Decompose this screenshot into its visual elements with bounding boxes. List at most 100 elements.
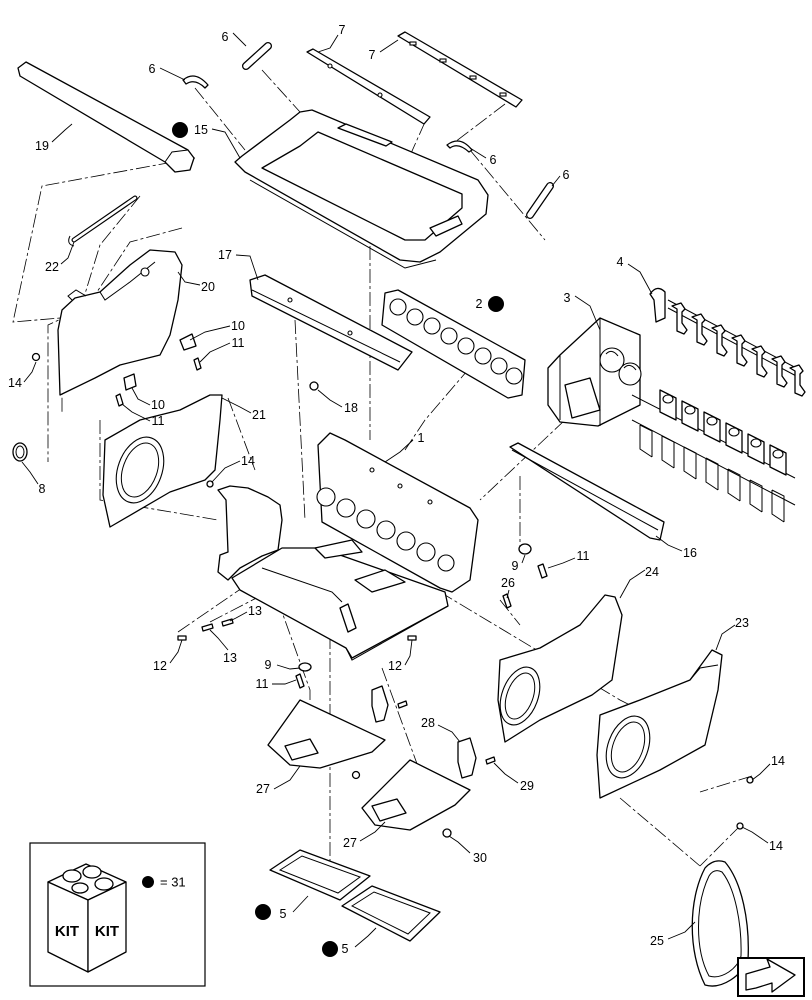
part-11-screw-lower: [115, 393, 124, 407]
part-10-clip-upper: [179, 333, 197, 351]
callout-part-26: 26: [501, 576, 515, 590]
callout-part-8: 8: [39, 482, 46, 496]
part-14-plug-middle: [206, 480, 214, 488]
part-14-plug-lower-right: [736, 822, 744, 830]
part-7-strip-right: [397, 31, 523, 108]
part-8-ring: [12, 442, 28, 462]
kit-equation: = 31: [160, 875, 186, 890]
callout-part-12: 12: [153, 659, 167, 673]
callout-part-10: 10: [151, 398, 165, 412]
part-10-clip-lower: [123, 373, 137, 391]
part-16-angle-strip: [509, 442, 665, 541]
callout-part-29: 29: [520, 779, 534, 793]
callout-part-27: 27: [343, 836, 357, 850]
fasteners: [12, 333, 754, 838]
small-screw: [397, 700, 408, 709]
part-6-clip-left: [182, 75, 209, 89]
callout-part-5: 5: [280, 907, 287, 921]
callout-part-30: 30: [473, 851, 487, 865]
part-15-frame: [234, 109, 489, 269]
part-24-side-panel: [497, 594, 623, 743]
part-6-pin-top: [242, 42, 272, 70]
callout-part-15: 15: [194, 123, 208, 137]
part-18-nut: [309, 381, 319, 391]
callout-part-11: 11: [232, 336, 245, 350]
part-11-screw-upper: [193, 357, 202, 371]
callout-part-5: 5: [342, 942, 349, 956]
callout-part-9: 9: [512, 559, 519, 573]
kit-bullet-icon: [255, 904, 271, 920]
filled-circle-icon: [142, 876, 154, 888]
part-1-main-housing: [217, 432, 479, 661]
comb-assembly-top: [667, 299, 806, 397]
callout-part-24: 24: [645, 565, 659, 579]
callout-part-3: 3: [564, 291, 571, 305]
callout-part-11: 11: [256, 677, 269, 691]
callout-part-6: 6: [490, 153, 497, 167]
callout-part-1: 1: [418, 431, 425, 445]
part-11-screw-bottom: [295, 673, 305, 689]
callout-part-25: 25: [650, 934, 664, 948]
callout-part-6: 6: [149, 62, 156, 76]
callout-part-6: 6: [222, 30, 229, 44]
callout-part-27: 27: [256, 782, 270, 796]
part-12-screw-left: [177, 635, 187, 641]
callout-part-19: 19: [35, 139, 49, 153]
part-26-screw: [502, 593, 512, 609]
callout-part-11: 11: [152, 414, 165, 428]
callout-part-22: 22: [45, 260, 59, 274]
callout-part-2: 2: [476, 297, 483, 311]
part-27-tray-lower: [361, 759, 471, 831]
small-nut: [351, 770, 361, 780]
part-3-blower-assembly: [547, 317, 642, 427]
callout-labels: 6 7 7 6 19 15 6 6 22 20 17 2 4 3 10 11 1…: [8, 23, 785, 956]
callout-part-20: 20: [201, 280, 215, 294]
callout-part-18: 18: [344, 401, 358, 415]
kit-legend: KIT KIT = 31: [29, 842, 206, 987]
kit-bullet-icon: [172, 122, 188, 138]
kit-label-right: KIT: [95, 923, 119, 940]
part-21-side-panel: [102, 394, 223, 528]
comb-assembly-bottom: [631, 389, 796, 523]
callout-part-9: 9: [265, 658, 272, 672]
part-5-filter-upper: [269, 849, 371, 901]
part-9-washer-right: [518, 543, 532, 555]
part-19-strip: [17, 61, 195, 173]
part-2-gasket-strip: [381, 289, 526, 399]
part-27-tray-upper: [267, 699, 386, 769]
part-4-clip: [649, 287, 666, 323]
part-29-screw: [485, 756, 496, 765]
callout-part-11: 11: [577, 549, 590, 563]
callout-part-21: 21: [252, 408, 266, 422]
callout-part-28: 28: [421, 716, 435, 730]
part-9-washer-left: [298, 662, 312, 672]
part-5-filter-lower: [341, 885, 441, 942]
part-20-side-panel: [57, 249, 183, 396]
kit-bullet-icon: [322, 941, 338, 957]
part-23-side-panel: [596, 649, 723, 799]
callout-part-17: 17: [218, 248, 232, 262]
part-22-rod: [68, 195, 138, 247]
construction-lines: [12, 69, 753, 880]
kit-label-left: KIT: [55, 923, 79, 940]
callout-part-14: 14: [769, 839, 783, 853]
part-11-screw-right: [537, 563, 548, 579]
kit-bullet-icon: [488, 296, 504, 312]
part-7-strip-left: [306, 48, 431, 125]
callout-part-14: 14: [241, 454, 255, 468]
callout-part-23: 23: [735, 616, 749, 630]
part-12-screw-right: [407, 635, 417, 641]
small-bracket: [371, 685, 389, 723]
callout-part-4: 4: [617, 255, 624, 269]
kit-box-icon: KIT KIT: [47, 863, 127, 973]
callout-part-7: 7: [369, 48, 376, 62]
callout-part-12: 12: [388, 659, 402, 673]
callout-part-14: 14: [8, 376, 22, 390]
callout-part-13: 13: [248, 604, 262, 618]
part-14-plug-left: [31, 352, 41, 362]
part-14-plug-upper-right: [746, 776, 754, 784]
callout-part-13: 13: [223, 651, 237, 665]
part-6-pin-right: [526, 182, 554, 219]
part-13-screw-b: [201, 623, 214, 632]
